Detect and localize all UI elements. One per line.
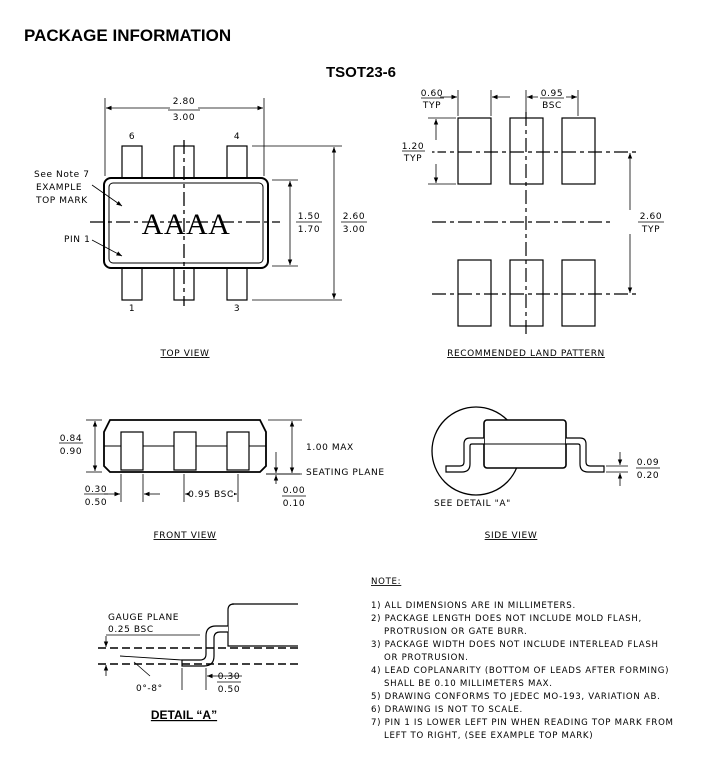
notes-title: NOTE: <box>371 577 401 587</box>
pad-width-value: 0.60 <box>421 89 443 99</box>
note-line: LEFT TO RIGHT, (SEE EXAMPLE TOP MARK) <box>384 731 593 741</box>
land-pattern-labels: 0.60 TYP 0.95 BSC 1.20 TYP 2.60 TYP RECO… <box>402 89 664 359</box>
note-line: 3) PACKAGE WIDTH DOES NOT INCLUDE INTERL… <box>371 640 659 650</box>
notes: NOTE: 1) ALL DIMENSIONS ARE IN MILLIMETE… <box>371 577 674 741</box>
note-line: 1) ALL DIMENSIONS ARE IN MILLIMETERS. <box>371 601 576 611</box>
front-pitch: 0.95 BSC <box>188 490 234 500</box>
land-pattern <box>428 90 640 334</box>
gauge-plane-label: GAUGE PLANE <box>108 613 179 623</box>
body-dim-min: 1.50 <box>298 212 320 222</box>
pin-6-label: 6 <box>129 132 135 142</box>
note-ref-line2: EXAMPLE <box>36 183 82 193</box>
front-view-caption: FRONT VIEW <box>153 531 216 541</box>
top-width-min: 2.80 <box>173 97 195 107</box>
pitch-tag: BSC <box>542 101 562 111</box>
page-title: PACKAGE INFORMATION <box>24 26 231 45</box>
angle-label: 0°-8° <box>136 684 163 694</box>
side-view <box>431 406 628 496</box>
package-name: TSOT23-6 <box>326 64 396 81</box>
note-line: SHALL BE 0.10 MILLIMETERS MAX. <box>384 679 553 689</box>
pin-4-label: 4 <box>234 132 240 142</box>
note-line: 4) LEAD COPLANARITY (BOTTOM OF LEADS AFT… <box>371 666 669 676</box>
height-dim-max: 3.00 <box>343 225 365 235</box>
top-view <box>90 98 342 306</box>
foot-max: 0.50 <box>218 685 240 695</box>
top-view-labels: 2.80 3.00 6 4 1 3 AAAA See Note 7 EXAMPL… <box>34 97 367 359</box>
thick-min: 0.84 <box>60 434 82 444</box>
seating-plane-label: SEATING PLANE <box>306 468 385 478</box>
lead-thick-min: 0.09 <box>637 458 659 468</box>
note-line: 2) PACKAGE LENGTH DOES NOT INCLUDE MOLD … <box>371 614 642 624</box>
pin1-callout: PIN 1 <box>64 235 90 245</box>
pad-length-tag: TYP <box>403 154 422 164</box>
detail-ref: SEE DETAIL "A" <box>434 499 511 509</box>
detail-a-labels: GAUGE PLANE 0.25 BSC 0°-8° 0.30 0.50 DET… <box>106 613 241 722</box>
body-dim-max: 1.70 <box>298 225 320 235</box>
note-line: 5) DRAWING CONFORMS TO JEDEC MO-193, VAR… <box>371 692 661 702</box>
span-tag: TYP <box>641 225 660 235</box>
lead-width-max: 0.50 <box>85 498 107 508</box>
note-line: OR PROTRUSION. <box>384 653 469 663</box>
pitch-value: 0.95 <box>541 89 563 99</box>
thick-max: 0.90 <box>60 447 82 457</box>
standoff-min: 0.00 <box>283 486 305 496</box>
note-line: 6) DRAWING IS NOT TO SCALE. <box>371 705 523 715</box>
side-view-labels: 0.09 0.20 SEE DETAIL "A" SIDE VIEW <box>434 458 660 541</box>
lead-width-min: 0.30 <box>85 485 107 495</box>
note-line: 7) PIN 1 IS LOWER LEFT PIN WHEN READING … <box>371 718 674 728</box>
detail-a-caption: DETAIL “A” <box>151 708 217 722</box>
note-line: PROTRUSION OR GATE BURR. <box>384 627 527 637</box>
front-view-labels: 0.84 0.90 1.00 MAX SEATING PLANE 0.30 0.… <box>59 434 385 541</box>
height-dim-min: 2.60 <box>343 212 365 222</box>
max-height: 1.00 MAX <box>306 443 354 453</box>
front-view <box>86 419 302 502</box>
note-ref-line1: See Note 7 <box>34 170 90 180</box>
pad-width-tag: TYP <box>422 101 441 111</box>
top-view-caption: TOP VIEW <box>159 349 209 359</box>
pad-length-value: 1.20 <box>402 142 424 152</box>
detail-a <box>98 603 300 690</box>
pin-3-label: 3 <box>234 304 240 314</box>
foot-min: 0.30 <box>218 672 240 682</box>
land-pattern-caption: RECOMMENDED LAND PATTERN <box>447 349 605 359</box>
gauge-dist-label: 0.25 BSC <box>108 625 154 635</box>
pin-1-label: 1 <box>129 304 135 314</box>
top-width-max: 3.00 <box>173 113 195 123</box>
top-mark: AAAA <box>142 208 231 241</box>
span-value: 2.60 <box>640 212 662 222</box>
lead-thick-max: 0.20 <box>637 471 659 481</box>
standoff-max: 0.10 <box>283 499 305 509</box>
note-ref-line3: TOP MARK <box>35 196 88 206</box>
side-view-caption: SIDE VIEW <box>485 531 538 541</box>
